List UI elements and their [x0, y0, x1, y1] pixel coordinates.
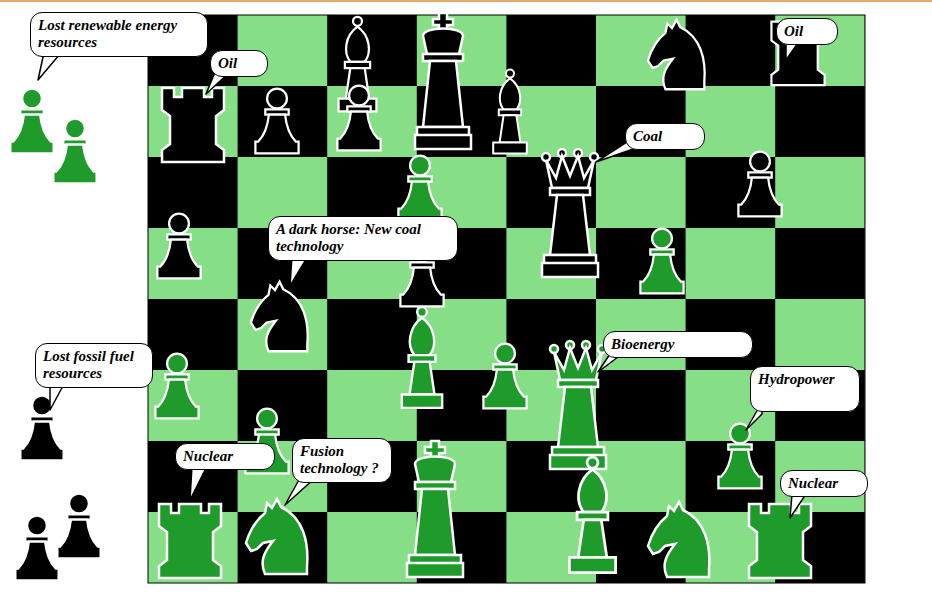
green-pawn	[398, 156, 441, 221]
speech-bubble: Fusion technology ?	[292, 438, 392, 483]
green-pawn	[718, 424, 761, 489]
speech-bubble: A dark horse: New coal technology	[268, 216, 458, 261]
black-pawn	[20, 396, 63, 461]
speech-bubble: Oil	[210, 50, 268, 77]
black-rook	[162, 88, 224, 162]
callout-tail	[290, 256, 308, 286]
top-rule	[0, 0, 932, 2]
callout-text: Oil	[784, 23, 830, 40]
green-knight	[246, 499, 307, 574]
black-pawn	[738, 152, 781, 217]
black-queen	[542, 149, 598, 277]
callout-tail	[790, 494, 806, 518]
black-knight	[648, 20, 705, 89]
black-knight	[251, 282, 308, 351]
callout-text: Nuclear	[183, 448, 267, 465]
green-knight	[648, 502, 709, 577]
black-pawn	[337, 86, 380, 151]
green-queen	[550, 341, 606, 469]
black-pawn	[15, 516, 58, 581]
black-pawn	[57, 494, 100, 559]
callout-tail	[50, 384, 64, 410]
speech-bubble: Hydropower	[750, 366, 860, 412]
black-pawn	[255, 89, 298, 154]
speech-bubble: Bioenergy	[603, 331, 753, 358]
green-pawn	[155, 354, 198, 419]
callout-text: Oil	[218, 55, 260, 72]
callout-text: Bioenergy	[611, 336, 745, 353]
speech-bubble: Lost renewable energy resources	[30, 12, 208, 57]
black-pawn	[157, 214, 200, 279]
green-bishop	[402, 307, 442, 408]
black-king	[415, 13, 471, 149]
callout-text: Nuclear	[788, 475, 860, 492]
callout-text: Coal	[633, 128, 697, 145]
chessboard	[148, 15, 865, 583]
green-pawn	[483, 344, 526, 409]
green-rook	[159, 504, 221, 578]
green-pawn	[53, 119, 96, 184]
callout-text: Hydropower	[758, 371, 852, 388]
green-bishop	[569, 457, 615, 573]
callout-text: Lost renewable energy resources	[38, 17, 200, 52]
speech-bubble: Lost fossil fuel resources	[35, 343, 153, 388]
black-bishop	[493, 70, 527, 154]
speech-bubble: Nuclear	[175, 443, 275, 470]
callout-text: Fusion technology ?	[300, 443, 384, 478]
green-pawn	[640, 229, 683, 294]
callout-tail	[190, 466, 207, 500]
green-pawn	[10, 89, 53, 154]
speech-bubble: Oil	[776, 18, 838, 45]
green-rook	[749, 504, 811, 578]
speech-bubble: Nuclear	[780, 470, 868, 497]
callout-text: A dark horse: New coal technology	[276, 221, 450, 256]
green-king	[407, 441, 463, 577]
speech-bubble: Coal	[625, 123, 705, 150]
callout-text: Lost fossil fuel resources	[43, 348, 145, 383]
